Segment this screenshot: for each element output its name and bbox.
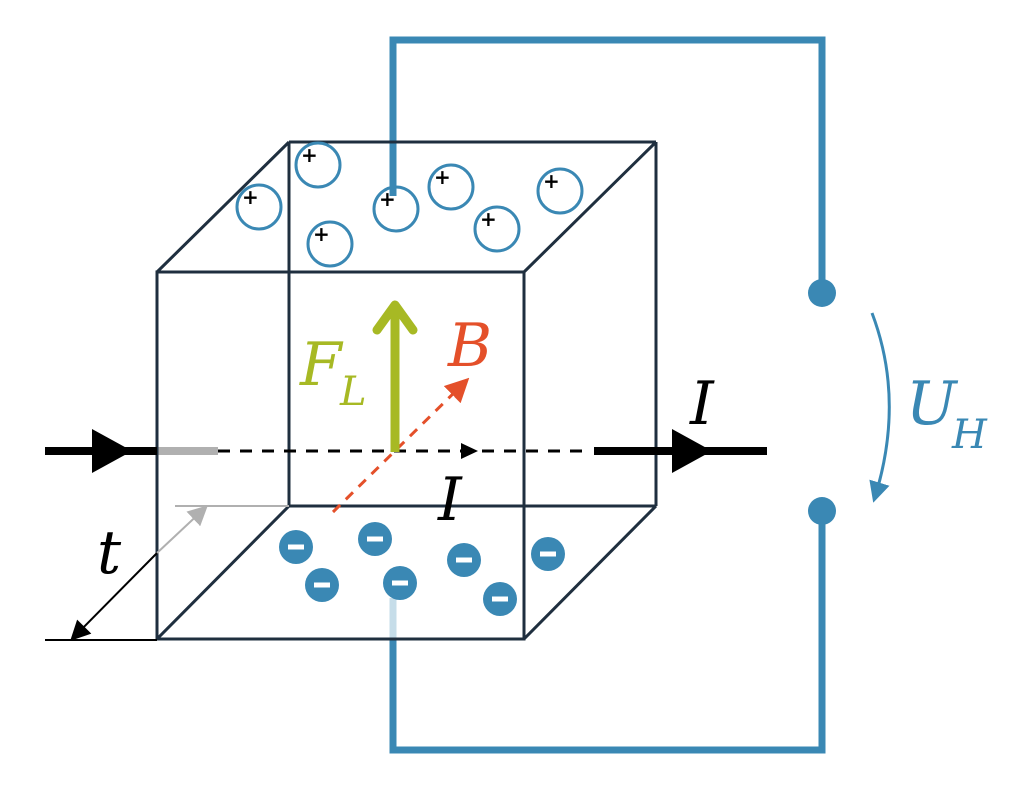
wire-top — [389, 36, 826, 293]
plus-sign-icon: + — [313, 222, 330, 246]
current-out-arrowhead — [672, 429, 712, 473]
positive-charge — [306, 220, 354, 268]
positive-charge — [427, 163, 475, 211]
field-label: B — [447, 311, 492, 381]
circuit-wire — [389, 36, 826, 754]
positive-charge — [473, 205, 521, 253]
minus-sign-icon — [392, 580, 408, 586]
minus-sign-icon — [288, 544, 304, 550]
hall-voltage-arrow — [869, 312, 891, 503]
minus-sign-icon — [314, 582, 330, 588]
negative-charges — [279, 522, 565, 616]
force-subscript: L — [339, 369, 367, 415]
thickness-arrow-back — [156, 505, 208, 554]
positive-charge — [294, 141, 342, 189]
plus-sign-icon: + — [379, 187, 396, 211]
wire-bottom — [389, 511, 826, 754]
cube-back-edges — [287, 142, 656, 508]
thickness-label: t — [97, 518, 122, 588]
current-in-arrowhead — [92, 429, 132, 473]
current-label-inside: I — [437, 465, 463, 535]
current-inner-arrowhead — [461, 443, 478, 459]
thickness-arrow-front — [70, 552, 158, 641]
hall-voltage-label: U — [906, 369, 959, 439]
terminal-bottom — [808, 497, 836, 525]
minus-sign-icon — [456, 557, 472, 563]
terminal-top — [808, 279, 836, 307]
plus-sign-icon: + — [301, 143, 318, 167]
plus-sign-icon: + — [242, 185, 259, 209]
minus-sign-icon — [540, 551, 556, 557]
minus-sign-icon — [367, 536, 383, 542]
minus-sign-icon — [492, 596, 508, 602]
positive-charges: + + + + + + + — [235, 141, 584, 268]
plus-sign-icon: + — [543, 169, 560, 193]
current-label-outside: I — [689, 369, 715, 439]
cube-front-edges — [155, 140, 658, 641]
force-arrowhead — [372, 300, 418, 335]
hall-voltage-subscript: H — [951, 412, 988, 458]
force-label: F — [299, 330, 344, 400]
positive-charge — [536, 167, 584, 215]
positive-charge — [372, 185, 420, 233]
plus-sign-icon: + — [434, 165, 451, 189]
positive-charge — [235, 183, 283, 231]
plus-sign-icon: + — [480, 207, 497, 231]
